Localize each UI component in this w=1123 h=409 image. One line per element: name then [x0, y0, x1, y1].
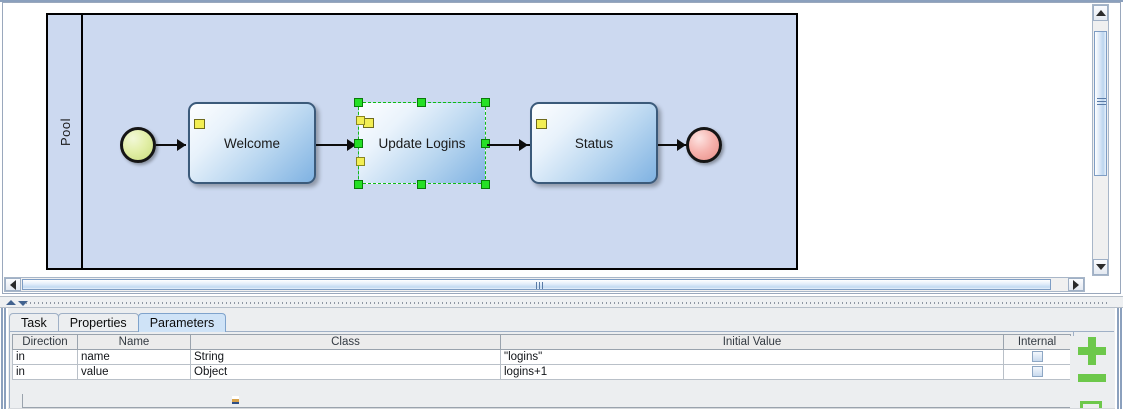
process-diagram-editor: Pool Welcome Update Logins — [0, 0, 1123, 296]
scroll-up-button[interactable] — [1093, 5, 1108, 21]
connector-welcome-update[interactable] — [316, 144, 358, 146]
resize-handle-n[interactable] — [417, 98, 426, 107]
splitter-grip — [26, 302, 1107, 304]
scroll-grip-icon — [1097, 98, 1106, 105]
cell-initial-value[interactable]: "logins" — [500, 349, 1004, 365]
tabbar-underline — [9, 331, 1114, 332]
edit-parameter-button[interactable] — [1080, 401, 1102, 409]
table-row[interactable]: in value Object logins+1 — [12, 364, 1071, 380]
resize-handle-nw[interactable] — [354, 98, 363, 107]
task-type-marker-icon — [194, 119, 205, 129]
port-handle-upper[interactable] — [356, 116, 365, 125]
properties-tabbar: Task Properties Parameters — [9, 312, 227, 332]
scroll-grip-icon — [536, 282, 545, 289]
task-label: Welcome — [223, 135, 281, 151]
cell-internal[interactable] — [1003, 364, 1071, 380]
resize-handle-s[interactable] — [417, 180, 426, 189]
cell-internal[interactable] — [1003, 349, 1071, 365]
triangle-left-icon — [10, 279, 16, 290]
task-label: Status — [574, 135, 614, 151]
internal-checkbox[interactable] — [1031, 366, 1043, 378]
column-header-class[interactable]: Class — [190, 334, 501, 350]
parameters-table[interactable]: Direction Name Class Initial Value Inter… — [12, 334, 1071, 380]
task-node-update-logins[interactable]: Update Logins — [358, 102, 486, 184]
arrowhead-icon — [519, 139, 528, 151]
remove-parameter-button[interactable] — [1078, 374, 1106, 382]
connector-status-end[interactable] — [658, 144, 688, 146]
table-header-row: Direction Name Class Initial Value Inter… — [12, 334, 1071, 350]
parameter-actions — [1070, 336, 1115, 409]
triangle-right-icon — [1073, 279, 1079, 290]
resize-handle-e[interactable] — [481, 139, 490, 148]
task-label: Update Logins — [378, 135, 466, 151]
horizontal-scroll-thumb[interactable] — [22, 279, 1051, 290]
triangle-down-icon — [1095, 264, 1106, 270]
start-event-node[interactable] — [120, 127, 156, 163]
resize-handle-se[interactable] — [481, 180, 490, 189]
cell-class[interactable]: Object — [190, 364, 501, 380]
internal-checkbox[interactable] — [1031, 351, 1043, 363]
vertical-scroll-thumb[interactable] — [1094, 31, 1107, 176]
tab-properties[interactable]: Properties — [57, 313, 139, 332]
column-header-direction[interactable]: Direction — [12, 334, 78, 350]
panel-top-accent — [0, 0, 1123, 2]
scroll-left-button[interactable] — [5, 278, 21, 291]
add-parameter-button[interactable] — [1078, 337, 1106, 365]
port-handle-lower[interactable] — [356, 157, 365, 166]
canvas-horizontal-scrollbar[interactable] — [4, 277, 1085, 292]
column-header-name[interactable]: Name — [77, 334, 191, 350]
panel-right-edge — [1115, 308, 1123, 409]
cell-direction[interactable]: in — [12, 349, 78, 365]
panel-splitter[interactable] — [0, 296, 1123, 308]
text-caret-icon — [232, 396, 239, 404]
cell-direction[interactable]: in — [12, 364, 78, 380]
tab-task[interactable]: Task — [9, 313, 59, 332]
task-type-marker-icon — [536, 119, 547, 129]
diagram-canvas[interactable]: Pool Welcome Update Logins — [3, 5, 1088, 277]
table-row[interactable]: in name String "logins" — [12, 349, 1071, 365]
scroll-right-button[interactable] — [1068, 278, 1084, 291]
cell-initial-value[interactable]: logins+1 — [500, 364, 1004, 380]
task-node-welcome[interactable]: Welcome — [188, 102, 316, 184]
cell-class[interactable]: String — [190, 349, 501, 365]
resize-handle-sw[interactable] — [354, 180, 363, 189]
scroll-down-button[interactable] — [1093, 259, 1108, 275]
canvas-vertical-scrollbar[interactable] — [1092, 4, 1109, 276]
arrowhead-icon — [347, 139, 356, 151]
triangle-up-icon[interactable] — [6, 300, 16, 305]
connector-start-welcome[interactable] — [156, 144, 186, 146]
pool-lane-divider — [81, 15, 83, 268]
column-header-initial-value[interactable]: Initial Value — [500, 334, 1004, 350]
end-event-node[interactable] — [686, 127, 722, 163]
triangle-up-icon — [1095, 10, 1106, 16]
triangle-down-icon[interactable] — [18, 301, 28, 306]
column-header-internal[interactable]: Internal — [1003, 334, 1071, 350]
resize-handle-w[interactable] — [354, 139, 363, 148]
connector-update-status[interactable] — [487, 144, 530, 146]
table-empty-area — [22, 394, 1080, 408]
panel-left-edge — [0, 308, 8, 409]
pool-label: Pool — [58, 117, 73, 147]
arrowhead-icon — [177, 139, 186, 151]
cell-name[interactable]: value — [77, 364, 191, 380]
tab-parameters[interactable]: Parameters — [137, 313, 227, 332]
properties-panel: Task Properties Parameters Direction Nam… — [0, 308, 1123, 409]
cell-name[interactable]: name — [77, 349, 191, 365]
task-node-status[interactable]: Status — [530, 102, 658, 184]
arrowhead-icon — [677, 139, 686, 151]
resize-handle-ne[interactable] — [481, 98, 490, 107]
